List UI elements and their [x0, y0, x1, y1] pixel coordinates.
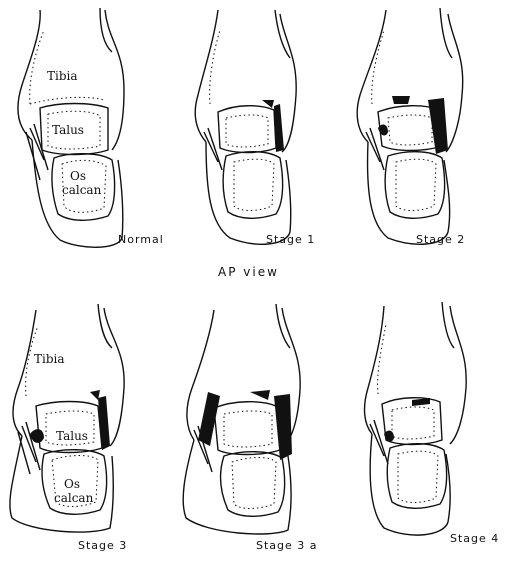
panel-stage-3: Tibia Talus Os calcan Stage 3 — [0, 296, 180, 563]
bone-label-calcan: calcan — [54, 492, 93, 504]
panel-stage-3a: Stage 3 a — [180, 296, 350, 563]
ankle-drawing-normal — [0, 0, 180, 260]
bone-label-tibia: Tibia — [34, 353, 65, 365]
panel-stage-2: Stage 2 — [348, 0, 509, 260]
ankle-drawing-stage-1 — [180, 0, 350, 260]
panel-normal: Tibia Talus Os calcan Normal — [0, 0, 180, 260]
bone-label-tibia: Tibia — [47, 70, 78, 82]
ankle-drawing-stage-3 — [0, 296, 180, 563]
bone-label-talus: Talus — [52, 124, 84, 136]
stage-label-stage-1: Stage 1 — [266, 233, 315, 246]
panel-stage-4: Stage 4 — [350, 296, 509, 563]
ankle-drawing-stage-4 — [350, 296, 509, 563]
panel-stage-1: Stage 1 — [180, 0, 350, 260]
bone-label-talus: Talus — [56, 430, 88, 442]
ankle-drawing-stage-2 — [348, 0, 509, 260]
stage-label-stage-3: Stage 3 — [78, 539, 127, 552]
bone-label-calcan: calcan — [62, 184, 101, 196]
stage-label-normal: Normal — [118, 233, 164, 246]
ankle-drawing-stage-3a — [180, 296, 350, 563]
view-label: AP view — [218, 265, 279, 279]
stage-label-stage-2: Stage 2 — [416, 233, 465, 246]
stage-label-stage-4: Stage 4 — [450, 532, 499, 545]
stage-label-stage-3a: Stage 3 a — [256, 539, 318, 552]
bone-label-os: Os — [70, 170, 86, 182]
bone-label-os: Os — [64, 478, 80, 490]
